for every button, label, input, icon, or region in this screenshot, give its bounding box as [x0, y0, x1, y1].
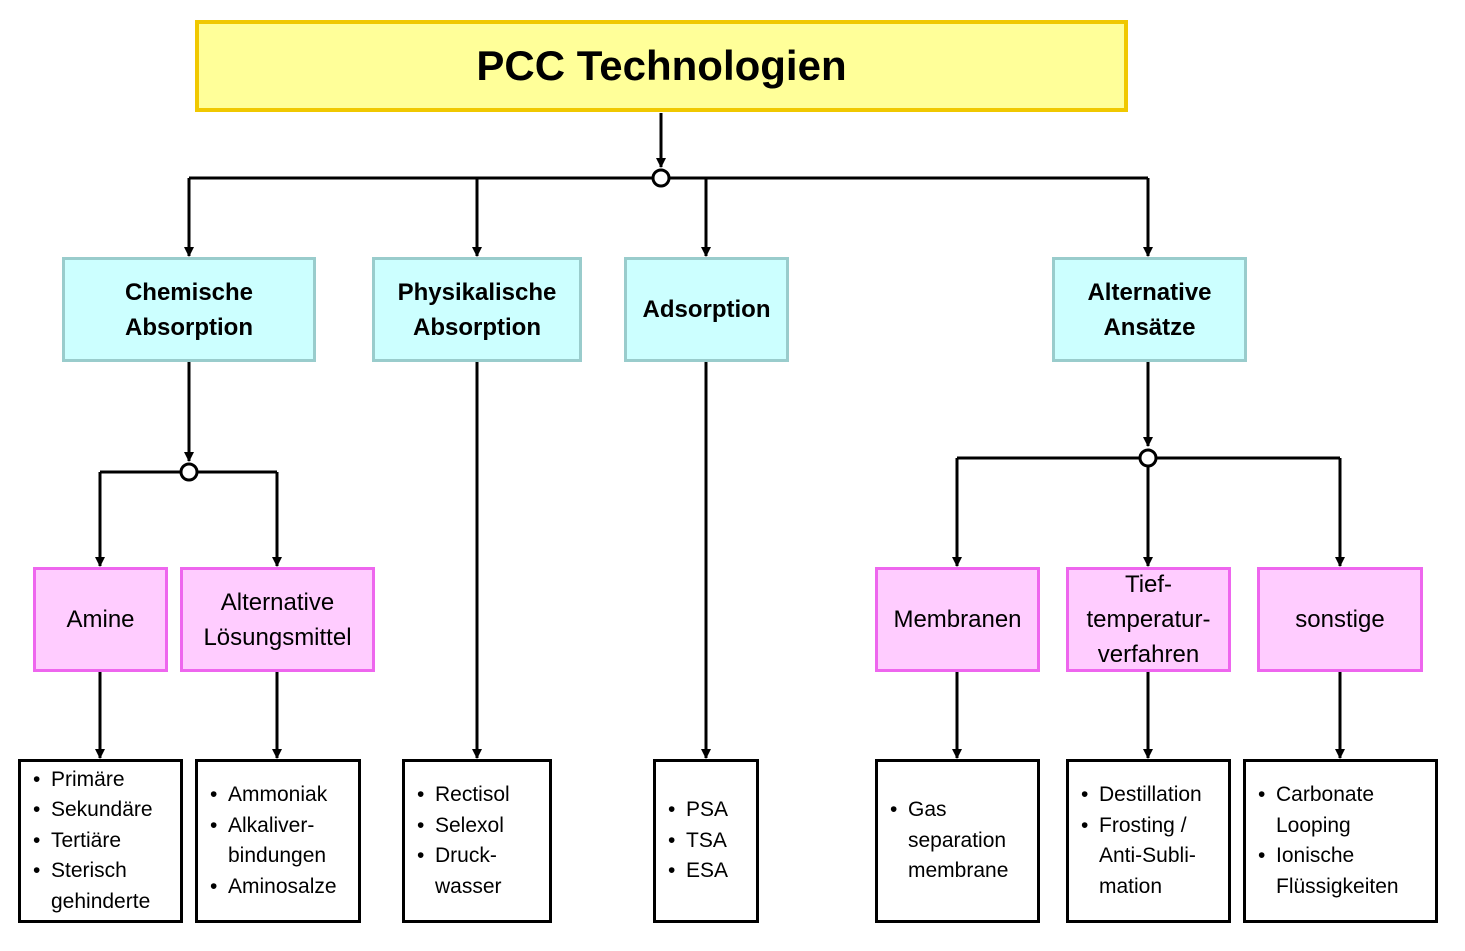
subcategory-label-line: Lösungsmittel: [203, 623, 352, 651]
list-item: PSA: [668, 795, 728, 826]
title-box: PCC Technologien: [195, 20, 1128, 112]
subcategory-label-line: Alternative: [220, 588, 335, 616]
subcategory-membranen: Membranen: [875, 567, 1040, 672]
list-item: TSA: [668, 826, 728, 857]
junction-top: [651, 168, 671, 188]
subcategory-sonstige: sonstige: [1257, 567, 1423, 672]
list-item: Selexol: [417, 811, 510, 842]
subcategory-label-line: temperatur-: [1086, 606, 1211, 633]
list-item: ESA: [668, 856, 728, 887]
list-item: Druck-wasser: [417, 841, 510, 902]
list-adsorption: PSA TSA ESA: [653, 759, 759, 923]
subcategory-tieftemperaturverfahren: Tief-temperatur-verfahren: [1066, 567, 1231, 672]
list-item: Tertiäre: [33, 826, 153, 857]
list-item: Sekundäre: [33, 795, 153, 826]
subcategory-label-line: verfahren: [1097, 641, 1200, 668]
category-label-line: Adsorption: [642, 296, 771, 323]
subcategory-label-line: Membranen: [893, 606, 1022, 633]
list-item: Ammoniak: [210, 780, 337, 811]
page-title: PCC Technologien: [476, 42, 847, 89]
subcategory-label-line: Amine: [66, 606, 135, 633]
list-item: Destillation: [1081, 780, 1202, 811]
subcategory-amine: Amine: [33, 567, 168, 672]
list-item: Aminosalze: [210, 872, 337, 903]
junction-alt: [1138, 448, 1158, 468]
junction-chem: [179, 462, 199, 482]
category-label-line: Alternative: [1087, 278, 1212, 306]
list-tieftemperaturverfahren: Destillation Frosting /Anti-Subli-mation: [1066, 759, 1231, 923]
list-item: Alkaliver-bindungen: [210, 811, 337, 872]
category-adsorption: Adsorption: [624, 257, 789, 362]
category-label-line: Absorption: [413, 313, 541, 341]
list-item: Primäre: [33, 765, 153, 796]
subcategory-label-line: sonstige: [1295, 606, 1385, 633]
list-item: Rectisol: [417, 780, 510, 811]
category-label-line: Ansätze: [1103, 313, 1196, 341]
list-alternative-loesungsmittel: Ammoniak Alkaliver-bindungen Aminosalze: [195, 759, 361, 923]
category-label-line: Chemische: [124, 278, 254, 306]
list-item: Frosting /Anti-Subli-mation: [1081, 811, 1202, 903]
subcategory-label-line: Tief-: [1124, 571, 1173, 598]
list-amine: Primäre Sekundäre Tertiäre Sterischgehin…: [18, 759, 183, 923]
category-label-line: Physikalische: [397, 278, 557, 306]
category-label-line: Absorption: [125, 313, 253, 341]
list-physikalische-absorption: Rectisol Selexol Druck-wasser: [402, 759, 552, 923]
